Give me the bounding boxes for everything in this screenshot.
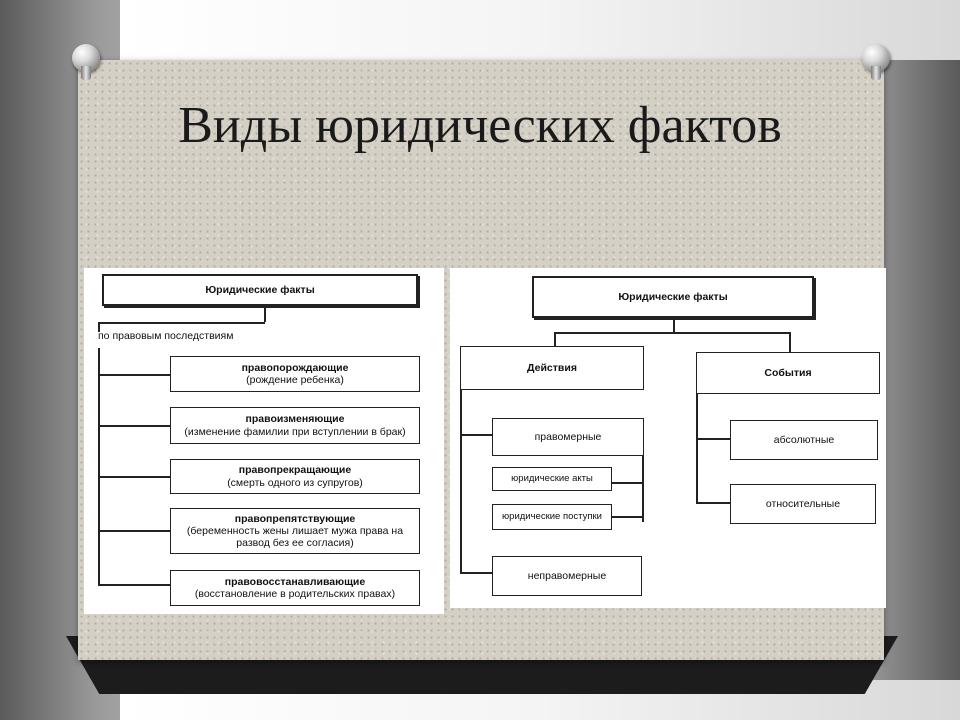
unlawful-box: неправомерные <box>492 556 642 596</box>
type-example: (восстановление в родительских правах) <box>194 588 396 600</box>
type-name: правоизменяющие <box>245 413 345 426</box>
connector <box>98 530 170 532</box>
actions-box: Действия <box>460 346 644 390</box>
events-box: События <box>696 352 880 394</box>
unlawful-label: неправомерные <box>527 569 607 582</box>
legal-fact-type-box: правовосстанавливающие (восстановление в… <box>170 570 420 606</box>
connector <box>264 306 266 322</box>
background-top <box>120 0 960 60</box>
pushpin-right-icon <box>862 44 890 80</box>
legal-acts-label: юридические акты <box>511 472 593 484</box>
connector <box>696 502 730 504</box>
left-root-label: Юридические факты <box>205 283 315 296</box>
trunk-line <box>460 390 462 572</box>
connector <box>98 425 170 427</box>
events-label: События <box>764 366 812 379</box>
type-name: правовосстанавливающие <box>224 575 366 588</box>
type-example: (смерть одного из супругов) <box>227 476 363 489</box>
right-diagram-panel: Юридические факты Действия События право… <box>450 268 886 608</box>
connector <box>98 476 170 478</box>
connector <box>789 332 791 352</box>
legal-fact-type-box: правопорождающие (рождение ребенка) <box>170 356 420 392</box>
trunk-line <box>98 348 100 584</box>
type-example: (рождение ребенка) <box>246 374 344 386</box>
connector <box>612 482 643 484</box>
type-name: правопорождающие <box>241 361 349 374</box>
connector <box>98 584 170 586</box>
connector <box>98 374 170 376</box>
type-name: правопрекращающие <box>238 464 352 477</box>
type-name: правопрепятствующие <box>234 512 356 525</box>
lawful-label: правомерные <box>534 430 602 443</box>
pushpin-left-icon <box>72 44 100 80</box>
relative-events-box: относительные <box>730 484 876 524</box>
absolute-events-box: абсолютные <box>730 420 878 460</box>
connector <box>98 322 265 324</box>
connector <box>554 332 556 346</box>
slide-title: Виды юридических фактов <box>178 97 782 154</box>
left-diagram-panel: Юридические факты по правовым последстви… <box>84 268 444 614</box>
left-root-box: Юридические факты <box>102 274 418 306</box>
legal-deeds-label: юридические поступки <box>502 510 602 522</box>
connector <box>98 322 100 332</box>
connector <box>642 456 644 522</box>
trunk-line <box>696 394 698 502</box>
legal-fact-type-box: правопрекращающие (смерть одного из супр… <box>170 459 420 494</box>
type-example: (беременность жены лишает мужа права на … <box>186 524 404 550</box>
connector <box>696 438 730 440</box>
right-root-label: Юридические факты <box>618 290 728 303</box>
type-example: (изменение фамилии при вступлении в брак… <box>184 425 406 438</box>
connector <box>554 332 790 334</box>
actions-label: Действия <box>527 361 577 374</box>
legal-acts-box: юридические акты <box>492 467 612 491</box>
lawful-box: правомерные <box>492 418 644 456</box>
legal-fact-type-box: правопрепятствующие (беременность жены л… <box>170 508 420 554</box>
relative-events-label: относительные <box>765 497 841 510</box>
absolute-events-label: абсолютные <box>773 433 835 446</box>
connector <box>460 572 492 574</box>
legal-deeds-box: юридические поступки <box>492 504 612 530</box>
criterion-label: по правовым последствиям <box>98 330 234 342</box>
connector <box>460 434 492 436</box>
legal-fact-type-box: правоизменяющие (изменение фамилии при в… <box>170 407 420 444</box>
connector <box>673 318 675 332</box>
right-root-box: Юридические факты <box>532 276 814 318</box>
connector <box>612 516 643 518</box>
